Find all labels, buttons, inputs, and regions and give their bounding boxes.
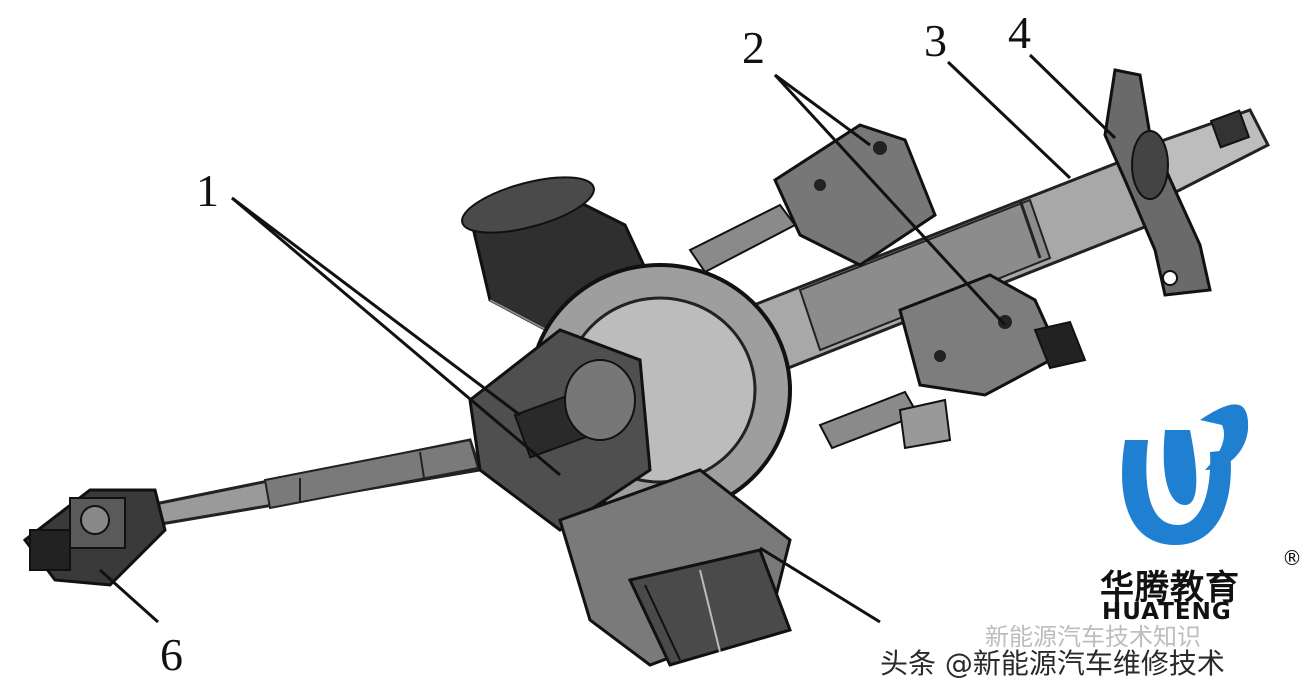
callout-2: 2 (742, 22, 765, 73)
gear-housing (468, 263, 792, 532)
leader-line-2b (773, 73, 1007, 327)
leader-line-3 (946, 60, 1072, 180)
steering-shaft-end (1148, 108, 1271, 198)
callout-3: 3 (924, 15, 947, 66)
leader-line-1a (231, 196, 521, 417)
callout-1: 1 (196, 165, 219, 216)
upper-bracket (688, 123, 937, 274)
leader-lines (98, 53, 1117, 624)
intermediate-shaft (148, 438, 482, 527)
leader-line-1b (231, 196, 561, 477)
huateng-logo-mark (1122, 404, 1249, 545)
registered-mark: ® (1282, 546, 1302, 570)
logo-chinese-text: 华腾教育 (1100, 568, 1240, 608)
leader-line-6 (98, 568, 160, 624)
universal-joint (22, 488, 167, 587)
callout-4: 4 (1008, 7, 1031, 58)
callout-6: 6 (160, 629, 183, 680)
mounting-bracket (1103, 68, 1212, 297)
leader-line-5 (759, 546, 881, 624)
logo-english-text: HUATENG (1102, 599, 1232, 625)
watermark-main: 头条 @新能源汽车维修技术 (880, 647, 1225, 680)
watermark-faint: 新能源汽车技术知识 (985, 623, 1201, 651)
leader-line-4 (1028, 53, 1117, 140)
leader-line-2a (774, 73, 871, 147)
lower-bracket (818, 273, 1087, 450)
ecu-module (558, 468, 792, 667)
